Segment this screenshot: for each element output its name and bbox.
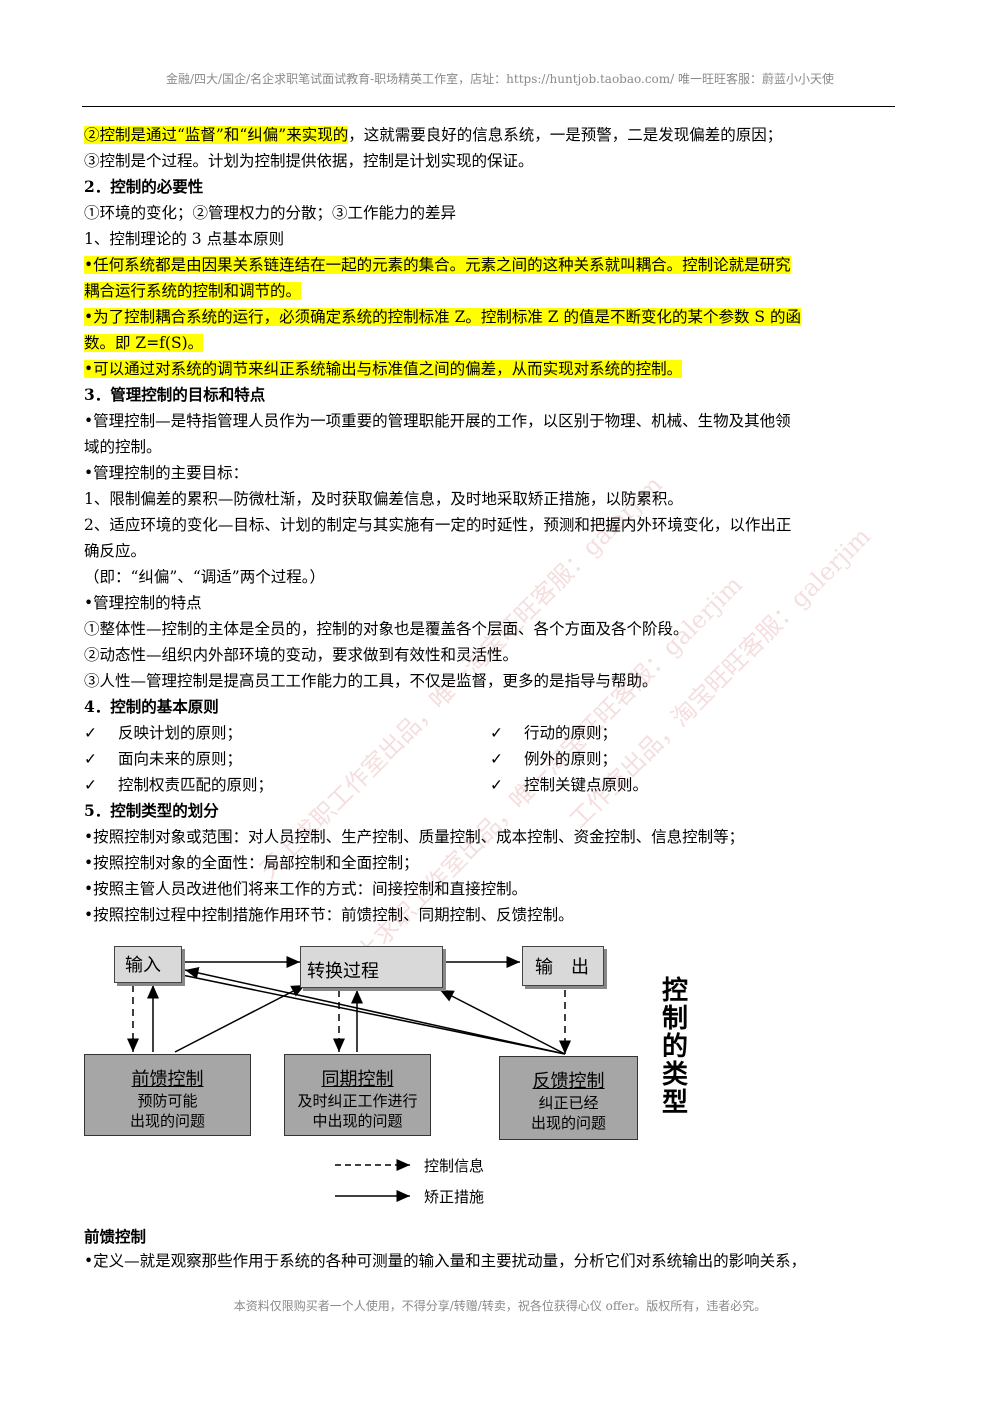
- check-icon: ✓: [490, 776, 503, 794]
- text-line: （即：“纠偏”、“调适”两个过程。）: [84, 568, 325, 586]
- section-heading: 3．管理控制的目标和特点: [84, 385, 266, 404]
- legend-dashed-label: 控制信息: [424, 1157, 485, 1175]
- text-line: ①整体性—控制的主体是全员的，控制的对象也是覆盖各个层面、各个方面及各个阶段。: [84, 620, 689, 638]
- highlighted-text: 耦合运行系统的控制和调节的。: [84, 282, 302, 300]
- text-line: 2、适应环境的变化—目标、计划的制定与其实施有一定的时延性，预测和把握内外环境变…: [84, 516, 792, 534]
- highlighted-text: •任何系统都是由因果关系链连结在一起的元素的集合。元素之间的这种关系就叫耦合。控…: [84, 256, 791, 274]
- check-icon: ✓: [84, 776, 97, 794]
- feedback-box: 反馈控制 纠正已经 出现的问题: [499, 1056, 638, 1140]
- text-line: •按照控制过程中控制措施作用环节：前馈控制、同期控制、反馈控制。: [84, 906, 574, 924]
- text-line: •按照主管人员改进他们将来工作的方式：间接控制和直接控制。: [84, 880, 528, 898]
- text-line: •按照控制对象的全面性：局部控制和全面控制；: [84, 854, 419, 872]
- text-line: •定义—就是观察那些作用于系统的各种可测量的输入量和主要扰动量，分析它们对系统输…: [84, 1252, 807, 1270]
- text-line: 确反应。: [84, 542, 147, 560]
- text-line: •管理控制的主要目标：: [84, 464, 249, 482]
- check-icon: ✓: [84, 724, 97, 742]
- text-line: ①环境的变化；②管理权力的分散；③工作能力的差异: [84, 204, 457, 222]
- page-footer: 本资料仅限购买者一个人使用，不得分享/转赠/转卖，祝各位获得心仪 offer。版…: [233, 1299, 767, 1313]
- highlighted-text: ②控制是通过“监督”和“纠偏”来实现的: [84, 126, 349, 144]
- arrow-feedback-process: [439, 989, 566, 1055]
- process-box: 转换过程: [300, 946, 443, 988]
- text-line: ②动态性—组织内外部环境的变动，要求做到有效性和灵活性。: [84, 646, 519, 664]
- document-body: ②控制是通过“监督”和“纠偏”来实现的，这就需要良好的信息系统，一是预警，二是发…: [84, 122, 896, 928]
- principle-row: ✓反映计划的原则； ✓行动的原则；: [84, 720, 896, 746]
- section-heading: 2．控制的必要性: [84, 177, 204, 196]
- legend-solid-label: 矫正措施: [424, 1188, 485, 1206]
- text-line: ③人性—管理控制是提高员工工作能力的工具，不仅是监督，更多的是指导与帮助。: [84, 672, 658, 690]
- text-line: 1、限制偏差的累积—防微杜渐，及时获取偏差信息，及时地采取矫正措施，以防累积。: [84, 490, 683, 508]
- highlighted-text: 数。即 Z=f(S)。: [84, 334, 204, 352]
- page-header: 金融/四大/国企/名企求职笔试面试教育-职场精英工作室，店址：https://h…: [165, 72, 835, 86]
- check-icon: ✓: [84, 750, 97, 768]
- check-icon: ✓: [490, 750, 503, 768]
- text-line: ③控制是个过程。计划为控制提供依据，控制是计划实现的保证。: [84, 152, 534, 170]
- text-line: 域的控制。: [84, 438, 162, 456]
- principle-row: ✓面向未来的原则； ✓例外的原则；: [84, 746, 896, 772]
- text-line: •管理控制—是特指管理人员作为一项重要的管理职能开展的工作，以区别于物理、机械、…: [84, 412, 791, 430]
- section-heading: 前馈控制: [84, 1227, 147, 1246]
- header-rule: [82, 106, 895, 107]
- highlighted-text: •为了控制耦合系统的运行，必须确定系统的控制标准 Z。控制标准 Z 的值是不断变…: [84, 308, 801, 326]
- text-line: •管理控制的特点: [84, 594, 202, 612]
- arrow-feedback-input: [184, 967, 566, 1055]
- arrow-input-feedback: [181, 974, 566, 1055]
- section-heading: 5．控制类型的划分: [84, 801, 219, 820]
- text-line: 1、控制理论的 3 点基本原则: [84, 230, 285, 248]
- highlighted-text: •可以通过对系统的调节来纠正系统输出与标准值之间的偏差，从而实现对系统的控制。: [84, 360, 683, 378]
- concurrent-box: 同期控制 及时纠正工作进行 中出现的问题: [284, 1054, 431, 1136]
- input-box: 输入: [114, 946, 182, 983]
- text-line: •按照控制对象或范围：对人员控制、生产控制、质量控制、成本控制、资金控制、信息控…: [84, 828, 745, 846]
- arrow-feedforward-process: [174, 984, 306, 1053]
- principle-row: ✓控制权责匹配的原则； ✓控制关键点原则。: [84, 772, 896, 798]
- feedforward-box: 前馈控制 预防可能 出现的问题: [84, 1054, 251, 1136]
- section-heading: 4．控制的基本原则: [84, 697, 219, 716]
- text-line: ②控制是通过“监督”和“纠偏”来实现的，这就需要良好的信息系统，一是预警，二是发…: [84, 126, 783, 144]
- output-box: 输 出: [522, 946, 604, 986]
- diagram-side-title: 控制的类型: [661, 976, 688, 1118]
- check-icon: ✓: [490, 724, 503, 742]
